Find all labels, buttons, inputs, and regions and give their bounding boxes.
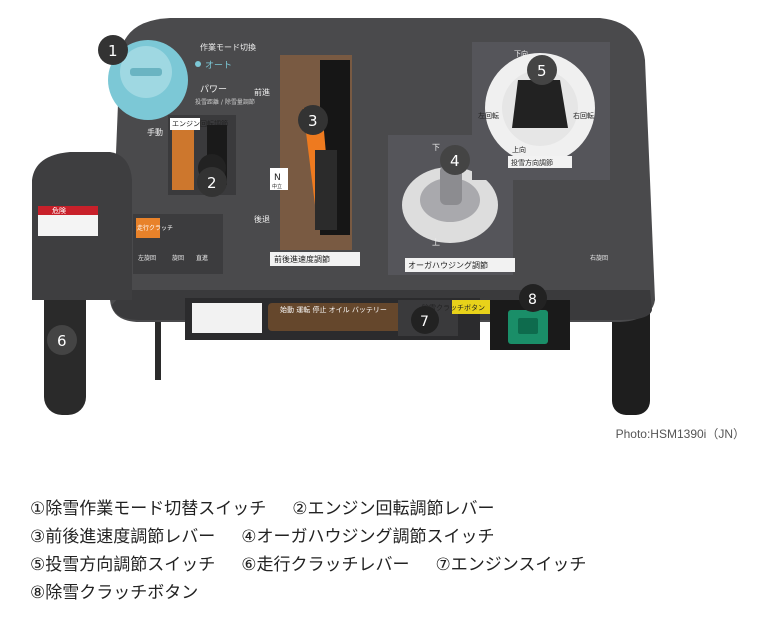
throw-adjust-label: 投雪方向調節 <box>511 158 553 167</box>
panel-ops-label: 始動 運転 停止 オイル バッテリー <box>280 305 387 314</box>
legend-item: ②エンジン回転調節レバー <box>292 499 495 519</box>
left-turn-label: 左回転 <box>478 111 499 120</box>
auger-up-label: 上 <box>432 238 440 247</box>
marker-7: 7 <box>411 306 439 334</box>
travel-clutch-label: 走行クラッチ <box>137 224 173 232</box>
svg-text:2: 2 <box>207 174 217 192</box>
clutch-clear-warning: 除雪クラッチボタン <box>422 303 485 312</box>
marker-2: 2 <box>197 167 227 197</box>
auto-label: オート <box>205 60 232 71</box>
straight-label: 直進 <box>196 254 208 262</box>
left-turn-travel-label: 左旋回 <box>138 254 156 262</box>
mode-switch-label: 作業モード切換 <box>200 42 256 52</box>
legend-item: ⑧除雪クラッチボタン <box>30 583 199 603</box>
danger-label: 危険 <box>52 206 66 215</box>
power-label: パワー <box>200 84 227 95</box>
marker-5: 5 <box>527 55 557 85</box>
svg-text:4: 4 <box>450 152 460 170</box>
manual-label: 手動 <box>147 127 163 137</box>
legend-item: ⑦エンジンスイッチ <box>435 555 587 575</box>
svg-text:6: 6 <box>57 332 67 350</box>
down-dir-label: 下向 <box>514 49 528 58</box>
control-panel-photo: 始動 運転 停止 オイル バッテリー 危険 作業モード切換 オート パワー 投雪… <box>32 18 655 415</box>
marker-4: 4 <box>440 145 470 175</box>
legend-item: ③前後進速度調節レバー <box>30 527 216 547</box>
neutral-n-label: N <box>274 173 281 183</box>
power-sub-label: 投雪距離 / 除雪量調節 <box>195 98 255 106</box>
throw-direction-joystick[interactable] <box>512 80 568 128</box>
marker-3: 3 <box>298 105 328 135</box>
svg-text:7: 7 <box>420 314 429 330</box>
svg-text:8: 8 <box>528 292 537 308</box>
legend-item: ①除雪作業モード切替スイッチ <box>30 499 267 519</box>
svg-text:3: 3 <box>308 112 318 130</box>
svg-text:1: 1 <box>108 42 118 60</box>
marker-1: 1 <box>98 35 128 65</box>
reverse-label: 後退 <box>254 214 270 224</box>
engine-speed-label: エンジン回転調節 <box>172 119 228 128</box>
right-turn-label: 右回転 <box>573 111 594 120</box>
photo-caption: Photo:HSM1390i（JN） <box>615 427 745 441</box>
right-turn-travel-label: 右旋回 <box>590 254 608 262</box>
auger-down-label: 下 <box>432 143 440 152</box>
forward-label: 前進 <box>254 87 270 97</box>
legend-item: ⑥走行クラッチレバー <box>241 555 410 575</box>
right-leg-bar <box>612 300 650 415</box>
neutral-label: 中立 <box>272 183 282 190</box>
legend-item: ④オーガハウジング調節スイッチ <box>241 527 495 547</box>
legend-list: ①除雪作業モード切替スイッチ ②エンジン回転調節レバー ③前後進速度調節レバー ④オ… <box>30 495 750 607</box>
up-dir-label: 上向 <box>512 145 526 154</box>
speed-adjust-label: 前後進速度調節 <box>274 254 330 264</box>
svg-text:5: 5 <box>537 62 547 80</box>
spin-label: 旋回 <box>172 254 184 262</box>
marker-6: 6 <box>47 325 77 355</box>
auger-adjust-label: オーガハウジング調節 <box>408 260 488 270</box>
marker-8: 8 <box>519 284 547 312</box>
legend-item: ⑤投雪方向調節スイッチ <box>30 555 216 575</box>
